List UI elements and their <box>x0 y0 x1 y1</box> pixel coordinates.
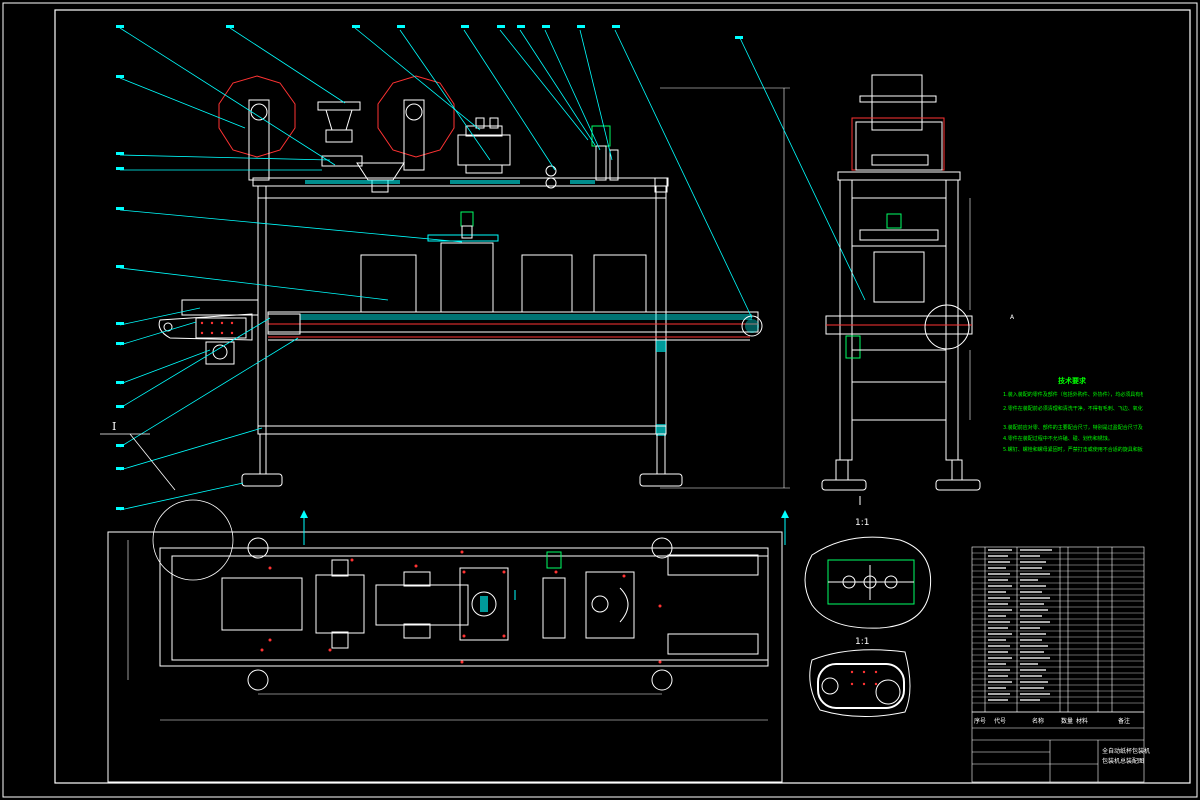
front-view <box>158 75 790 489</box>
parts-header-note: 备注 <box>1118 718 1131 725</box>
inner-frame <box>54 9 1191 784</box>
parts-filler <box>988 549 1052 701</box>
parts-header-seq: 序号 <box>974 718 987 725</box>
tech-req-heading: 技术要求 <box>1058 377 1086 385</box>
tech-req-1: 1.装入装配的零件及部件（包括外购件、外协件），均必须具有检验部门的合格证方能进… <box>1003 392 1143 398</box>
tech-req-4: 4.零件在装配过程中不允许磕、碰、划伤和锈蚀。 <box>1003 436 1113 442</box>
title-block <box>971 711 1145 783</box>
right-post <box>655 185 667 435</box>
top-plate <box>252 177 669 187</box>
section-views: 1:1 1:1 <box>804 518 932 717</box>
right-reel <box>377 75 455 158</box>
section-marker: A <box>1010 314 1015 321</box>
side-view <box>821 74 981 505</box>
top-view <box>107 510 789 783</box>
detail-marker: I <box>112 420 116 433</box>
drawing-title-line2: 包装机总装配图 <box>1102 758 1145 765</box>
tech-req-3: 3.装配前应对零、部件的主要配合尺寸，特别是过盈配合尺寸及相关精度进行复查。 <box>1003 425 1143 431</box>
tech-req-5: 5.螺钉、螺栓和螺母紧固时，严禁打击或使用不合适的旋具和扳手。紧固后螺钉槽、螺母… <box>1003 447 1143 453</box>
scale-label-a: 1:1 <box>855 518 869 528</box>
left-reel <box>218 75 296 158</box>
parts-header-code: 代号 <box>994 718 1007 725</box>
leader-lines <box>119 27 866 511</box>
parts-header-qty: 数量 <box>1061 718 1074 725</box>
detail-circle-i <box>152 499 234 581</box>
parts-rows <box>972 552 1144 704</box>
drawing-title-line1: 全自动纸杯包装机 <box>1102 748 1151 755</box>
parts-header-name: 名称 <box>1032 718 1045 725</box>
scale-label-b: 1:1 <box>855 637 869 647</box>
parts-header-material: 材料 <box>1076 718 1089 725</box>
leader-tags <box>116 25 743 510</box>
tech-req-2: 2.零件在装配前必须清理和清洗干净，不得有毛刺、飞边、氧化皮、锈蚀、切屑、油污、… <box>1003 406 1143 412</box>
drive-roller <box>741 315 763 337</box>
